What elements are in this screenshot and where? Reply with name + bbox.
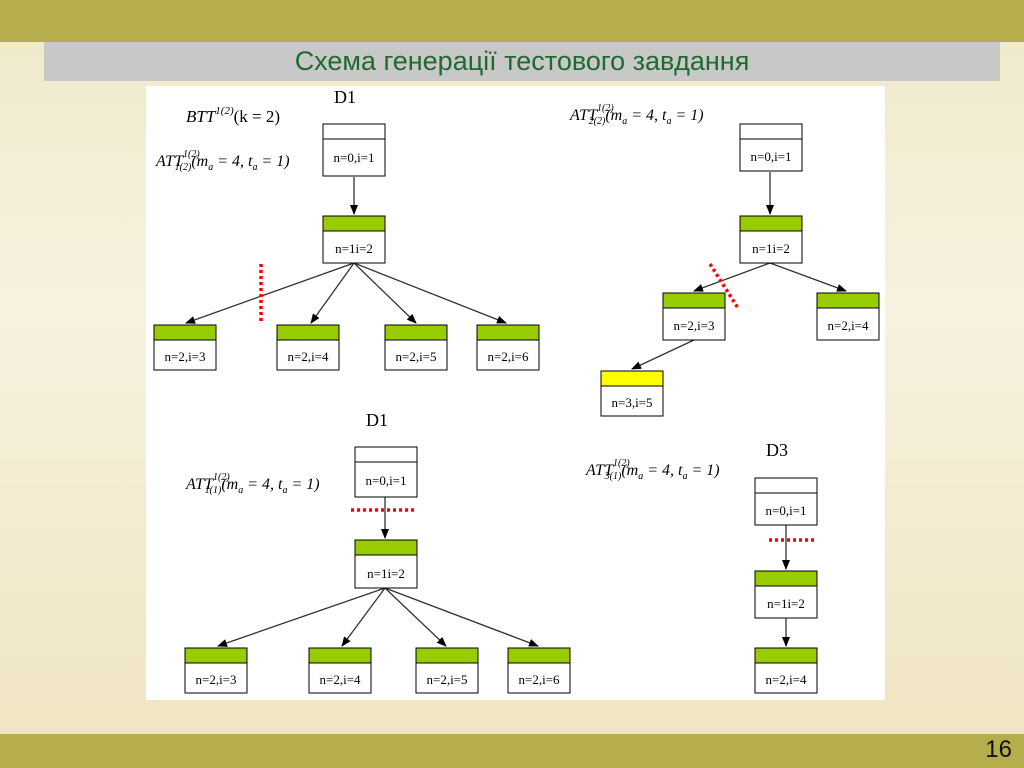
tree-node: n=2,i=4 [816, 292, 880, 341]
edge [185, 262, 355, 324]
tree-tr-edges [631, 172, 847, 370]
tree-node: n=1i=2 [739, 215, 803, 264]
tree-node: n=1i=2 [354, 539, 418, 589]
node-label: n=2,i=4 [287, 349, 329, 364]
node-label: n=1i=2 [367, 566, 405, 581]
node-label: n=2,i=4 [827, 318, 869, 333]
node-label: n=2,i=3 [164, 349, 205, 364]
edge [217, 587, 386, 647]
node-label: n=2,i=4 [765, 672, 807, 687]
bottom-band [0, 734, 1024, 768]
node-label: n=2,i=5 [426, 672, 467, 687]
tree-node: n=2,i=6 [507, 647, 571, 694]
tree-node: n=0,i=1 [754, 477, 818, 526]
node-label: n=2,i=6 [518, 672, 560, 687]
edge [693, 262, 771, 292]
node-label: n=2,i=3 [673, 318, 714, 333]
node-label: n=1i=2 [767, 596, 805, 611]
tree-node: n=2,i=3 [184, 647, 248, 694]
cut-line [708, 263, 740, 309]
node-label: n=0,i=1 [750, 149, 791, 164]
node-label: n=2,i=4 [319, 672, 361, 687]
tree-tl-edges [185, 177, 507, 324]
tree-node: n=2,i=4 [276, 324, 340, 371]
tree-diagrams: D1 BTT1(2)(k = 2) ATT1(2)1(2)(ma = 4, ta… [153, 87, 880, 694]
edge [384, 587, 447, 647]
node-label: n=0,i=1 [365, 473, 406, 488]
node-label: n=2,i=5 [395, 349, 436, 364]
tree-node: n=1i=2 [322, 215, 386, 264]
edge [384, 587, 539, 647]
node-label: n=1i=2 [752, 241, 790, 256]
tree-node: n=2,i=3 [153, 324, 217, 371]
node-label: n=2,i=3 [195, 672, 236, 687]
tree-tl-formula-att: ATT1(2)1(2)(ma = 4, ta = 1) [155, 149, 290, 173]
tree-node: n=0,i=1 [739, 123, 803, 172]
edge [631, 339, 695, 370]
slide-title: Схема генерації тестового завдання [44, 42, 1000, 81]
tree-bl-formula-att: ATT1(2)1(1)(ma = 4, ta = 1) [185, 472, 320, 496]
node-label: n=1i=2 [335, 241, 373, 256]
node-label: n=3,i=5 [611, 395, 652, 410]
node-label: n=0,i=1 [333, 150, 374, 165]
tree-node: n=2,i=6 [476, 324, 540, 371]
tree-node: n=0,i=1 [354, 446, 418, 498]
tree-node: n=2,i=5 [384, 324, 448, 371]
tree-node: n=0,i=1 [322, 123, 386, 177]
tree-node: n=2,i=4 [308, 647, 372, 694]
tree-node: n=1i=2 [754, 570, 818, 619]
edge [341, 587, 386, 647]
tree-bl-label: D1 [366, 410, 388, 430]
tree-node: n=2,i=3 [662, 292, 726, 341]
diagram-canvas: D1 BTT1(2)(k = 2) ATT1(2)1(2)(ma = 4, ta… [146, 86, 885, 700]
tree-tl-formula-btt: BTT1(2)(k = 2) [186, 105, 280, 126]
page-number: 16 [985, 736, 1012, 763]
top-band [0, 0, 1024, 42]
tree-node: n=2,i=5 [415, 647, 479, 694]
tree-br-formula-att: ATT1(2)3(1)(ma = 4, ta = 1) [585, 458, 720, 482]
node-label: n=0,i=1 [765, 503, 806, 518]
edge [769, 262, 847, 292]
tree-br-label: D3 [766, 440, 788, 460]
tree-tr-formula-att: ATT1(2)2(2)(ma = 4, ta = 1) [569, 103, 704, 127]
tree-node: n=2,i=4 [754, 647, 818, 694]
edge [353, 262, 417, 324]
tree-tl-label: D1 [334, 87, 356, 107]
edge [353, 262, 507, 324]
tree-bl-edges [217, 497, 539, 647]
tree-node: n=3,i=5 [600, 370, 664, 417]
edge [310, 262, 355, 324]
node-label: n=2,i=6 [487, 349, 529, 364]
